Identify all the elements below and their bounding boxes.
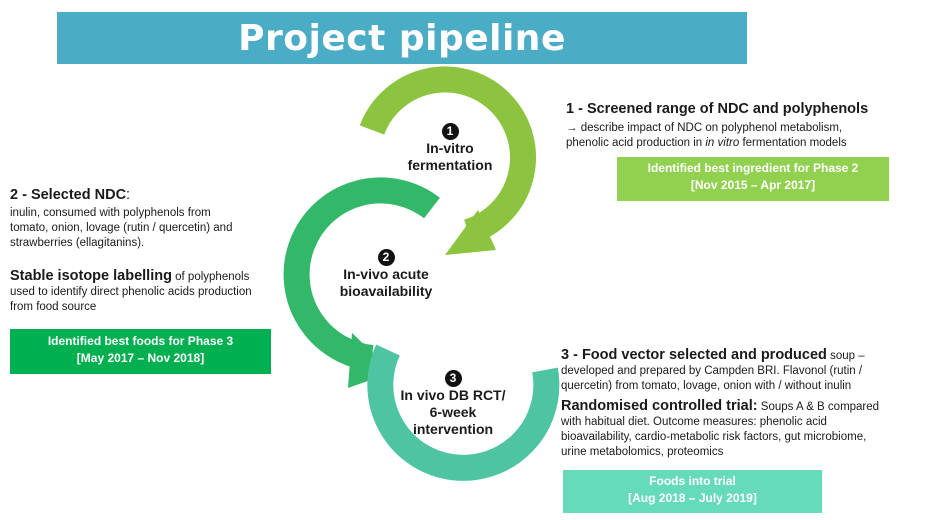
step-2-heading-suffix: :: [126, 187, 131, 203]
step-2-text: 2 - Selected NDC: inulin, consumed with …: [10, 186, 310, 315]
ring-1-arc: [359, 66, 536, 245]
step-2-heading: 2 - Selected NDC: [10, 187, 127, 203]
step-3-text: 3 - Food vector selected and produced so…: [561, 346, 923, 460]
ring-1-label: 1 In-vitro fermentation: [395, 122, 505, 174]
step-1-line1: describe impact of NDC on polyphenol met…: [580, 122, 843, 134]
step-3-body-line: quercetin) from tomato, lovage, onion wi…: [561, 380, 852, 392]
step-3-box-line1: Foods into trial: [649, 474, 736, 488]
step-1-heading: 1 - Screened range of NDC and polyphenol…: [566, 101, 869, 117]
title-banner: Project pipeline: [57, 12, 747, 64]
step-2-sub-inline: of polyphenols: [171, 271, 250, 283]
step-3-sub-line: with habitual diet. Outcome measures: ph…: [561, 416, 827, 428]
step-2-subsection: Stable isotope labelling of polyphenols …: [10, 267, 310, 315]
page-title: Project pipeline: [238, 17, 566, 59]
step-2-sub-line: from food source: [10, 301, 97, 313]
ring-2-label: 2 In-vivo acute bioavailability: [318, 248, 454, 300]
ring-2-label-line2: bioavailability: [339, 283, 433, 299]
step-1-line2a: phenolic acid production in: [566, 137, 706, 149]
step-1-line2-italic: in vitro: [705, 137, 740, 149]
step-2-body: inulin, consumed with polyphenols from t…: [10, 206, 310, 251]
ring-2-label-line1: In-vivo acute: [343, 266, 429, 282]
step-2-subheading: Stable isotope labelling: [10, 268, 172, 284]
step-3-outcome-box: Foods into trial [Aug 2018 – July 2019]: [563, 470, 822, 513]
ring-1-arrowhead: [445, 210, 496, 255]
step-2-sub-line: used to identify direct phenolic acids p…: [10, 286, 252, 298]
step-1-number: 1: [441, 123, 459, 140]
ring-3-label-line2: 6-week: [429, 404, 477, 420]
step-3-heading: 3 - Food vector selected and produced: [561, 347, 827, 363]
step-3-subsection: Randomised controlled trial: Soups A & B…: [561, 397, 923, 460]
step-1-text: 1 - Screened range of NDC and polyphenol…: [566, 100, 921, 151]
step-1-outcome-box: Identified best ingredient for Phase 2 […: [617, 157, 889, 201]
arrow-right-icon: →: [566, 122, 578, 134]
step-3-subheading: Randomised controlled trial:: [561, 398, 758, 414]
step-2-box-line1: Identified best foods for Phase 3: [47, 334, 234, 348]
step-2-body-line: inulin, consumed with polyphenols from: [10, 207, 211, 219]
step-2-number: 2: [377, 249, 395, 266]
step-2-outcome-box: Identified best foods for Phase 3 [May 2…: [10, 329, 271, 374]
step-3-sub-line: urine metabolomics, proteomics: [561, 446, 724, 458]
step-1-line2b: fermentation models: [739, 137, 847, 149]
step-1-body: → describe impact of NDC on polyphenol m…: [566, 121, 921, 151]
ring-3-label-line1: In vivo DB RCT/: [400, 387, 506, 403]
step-3-sub-line: bioavailability, cardio-metabolic risk f…: [561, 431, 867, 443]
ring-3-label: 3 In vivo DB RCT/ 6-week intervention: [388, 369, 518, 438]
step-3-body-line: developed and prepared by Campden BRI. F…: [561, 365, 863, 377]
ring-1-label-line2: fermentation: [407, 157, 493, 173]
step-2-box-line2: [May 2017 – Nov 2018]: [76, 351, 205, 365]
step-2-body-line: strawberries (ellagitanins).: [10, 237, 145, 249]
step-3-sub-inline: Soups A & B compared: [757, 401, 880, 413]
ring-1-label-line1: In-vitro: [426, 140, 474, 156]
step-3-body: developed and prepared by Campden BRI. F…: [561, 364, 923, 394]
ring-3-arc: [367, 344, 560, 481]
step-1-box-line2: [Nov 2015 – Apr 2017]: [690, 178, 816, 192]
step-3-number: 3: [444, 370, 462, 387]
step-1-box-line1: Identified best ingredient for Phase 2: [647, 161, 859, 175]
step-3-heading-inline: soup –: [826, 350, 865, 362]
step-3-box-line2: [Aug 2018 – July 2019]: [628, 491, 757, 505]
step-2-body-line: tomato, onion, lovage (rutin / quercetin…: [10, 222, 233, 234]
ring-3-label-line3: intervention: [412, 421, 494, 437]
ring-2-arc: [283, 177, 440, 371]
